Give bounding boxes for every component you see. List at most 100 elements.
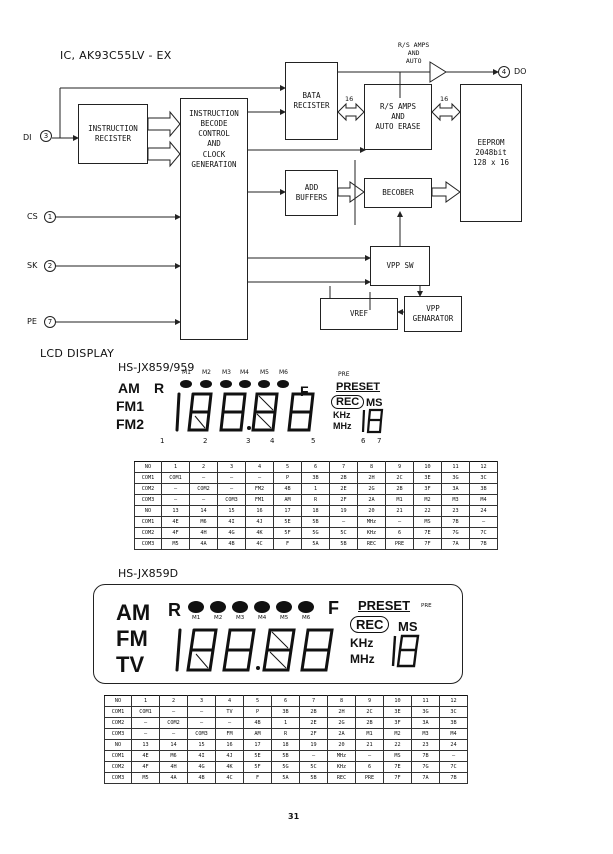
- table-cell: 7G: [441, 527, 470, 539]
- table-cell: 21: [355, 739, 384, 751]
- table-cell: 11: [411, 695, 440, 707]
- table-cell: 4H: [189, 527, 218, 539]
- table-cell: REC: [357, 538, 386, 550]
- table-cell: 17: [273, 505, 302, 517]
- table-cell: FM: [215, 728, 244, 740]
- table-cell: 4B: [217, 538, 246, 550]
- table-cell: 2B: [355, 717, 384, 729]
- bus-width-label: 16: [440, 95, 449, 103]
- table-cell: 13: [161, 505, 190, 517]
- table-cell: 20: [327, 739, 356, 751]
- table-cell: COM2: [104, 761, 132, 773]
- lcd1-memory-dots: [180, 380, 289, 388]
- table-cell: 2: [189, 461, 218, 473]
- table-cell: 12: [469, 461, 498, 473]
- table-cell: 1: [301, 483, 330, 495]
- table-cell: —: [161, 494, 190, 506]
- table-cell: REC: [327, 772, 356, 784]
- instruction-register-block: INSTRUCTION RECISTER: [78, 104, 148, 164]
- table-cell: 3B: [439, 717, 468, 729]
- block-label: R/S AMPS: [379, 101, 417, 111]
- table-cell: —: [159, 728, 188, 740]
- table-cell: 6: [301, 461, 330, 473]
- model1-title: HS-JX859/959: [118, 361, 195, 374]
- decoder-block: BECOBER: [364, 178, 432, 208]
- rs-amps-auto-erase-block: R/S AMPS AND AUTO ERASE: [364, 84, 432, 150]
- table-cell: 3A: [411, 717, 440, 729]
- table-cell: NO: [104, 739, 132, 751]
- table-cell: M1: [385, 494, 414, 506]
- table-cell: 8: [327, 695, 356, 707]
- table-cell: 5: [243, 695, 272, 707]
- table-cell: 18: [271, 739, 300, 751]
- table-cell: COM3: [104, 772, 132, 784]
- table-cell: 9: [385, 461, 414, 473]
- lcd2-am-label: AM: [116, 600, 151, 625]
- lcd2-khz-label: KHz: [350, 636, 374, 650]
- table-cell: 2B: [329, 472, 358, 484]
- table-cell: 2: [159, 695, 188, 707]
- lcd1-seven-segment-digits: [175, 392, 315, 432]
- table-cell: 4A: [189, 538, 218, 550]
- table-cell: M1: [355, 728, 384, 740]
- table-cell: AM: [273, 494, 302, 506]
- table-cell: 3: [187, 695, 216, 707]
- table-cell: 2H: [327, 706, 356, 718]
- lcd2-seven-segment-digits: [175, 628, 334, 672]
- table-cell: COM1: [161, 472, 190, 484]
- pin-cs-label: CS: [27, 212, 38, 221]
- instruction-decode-block: INSTRUCTION BECODE CONTROL AND CLOCK GEN…: [180, 98, 248, 340]
- table-cell: 4: [245, 461, 274, 473]
- table-cell: 6: [271, 695, 300, 707]
- table-cell: 4C: [215, 772, 244, 784]
- table-cell: COM2: [134, 527, 162, 539]
- lcd1-preset-label: PRESET: [336, 381, 381, 393]
- block-label: VPP SW: [386, 260, 414, 270]
- table-cell: 22: [383, 739, 412, 751]
- table-cell: 16: [215, 739, 244, 751]
- block-label: BUFFERS: [295, 193, 328, 202]
- table-cell: 4K: [245, 527, 274, 539]
- vref-block: VREF: [320, 298, 398, 330]
- table-cell: —: [131, 728, 160, 740]
- table-cell: —: [329, 516, 358, 528]
- table-cell: 1: [161, 461, 190, 473]
- table-cell: COM2: [159, 717, 188, 729]
- table-cell: 2C: [355, 706, 384, 718]
- block-label: RECISTER: [293, 101, 330, 110]
- table-cell: 7B: [441, 516, 470, 528]
- table-cell: 7: [329, 461, 358, 473]
- block-label: VPP: [426, 303, 440, 313]
- table-cell: —: [215, 717, 244, 729]
- lcd2-ms-label: MS: [398, 619, 418, 634]
- pin-sk-number: 2: [44, 260, 56, 272]
- table-cell: 7E: [383, 761, 412, 773]
- lcd2-tv-label: TV: [116, 652, 145, 677]
- table-cell: —: [385, 516, 414, 528]
- table-cell: 24: [469, 505, 498, 517]
- table-cell: 5F: [243, 761, 272, 773]
- table-cell: 7C: [469, 527, 498, 539]
- table-cell: M4: [439, 728, 468, 740]
- table-cell: 7C: [439, 761, 468, 773]
- block-label: AUTO ERASE: [375, 122, 421, 132]
- block-label: VREF: [349, 308, 369, 318]
- table-cell: 24: [439, 739, 468, 751]
- output-amp-label: R/S AMPS AND AUTO: [398, 41, 430, 65]
- table-cell: 2B: [385, 483, 414, 495]
- table-cell: MS: [383, 750, 412, 762]
- table-cell: TV: [215, 706, 244, 718]
- lcd-section-title: LCD DISPLAY: [40, 347, 115, 360]
- table-cell: 5E: [273, 516, 302, 528]
- table-cell: 4: [215, 695, 244, 707]
- table-cell: 2A: [327, 728, 356, 740]
- table-cell: 5A: [271, 772, 300, 784]
- table-cell: M6: [189, 516, 218, 528]
- table-cell: MHz: [327, 750, 356, 762]
- table-cell: 6: [385, 527, 414, 539]
